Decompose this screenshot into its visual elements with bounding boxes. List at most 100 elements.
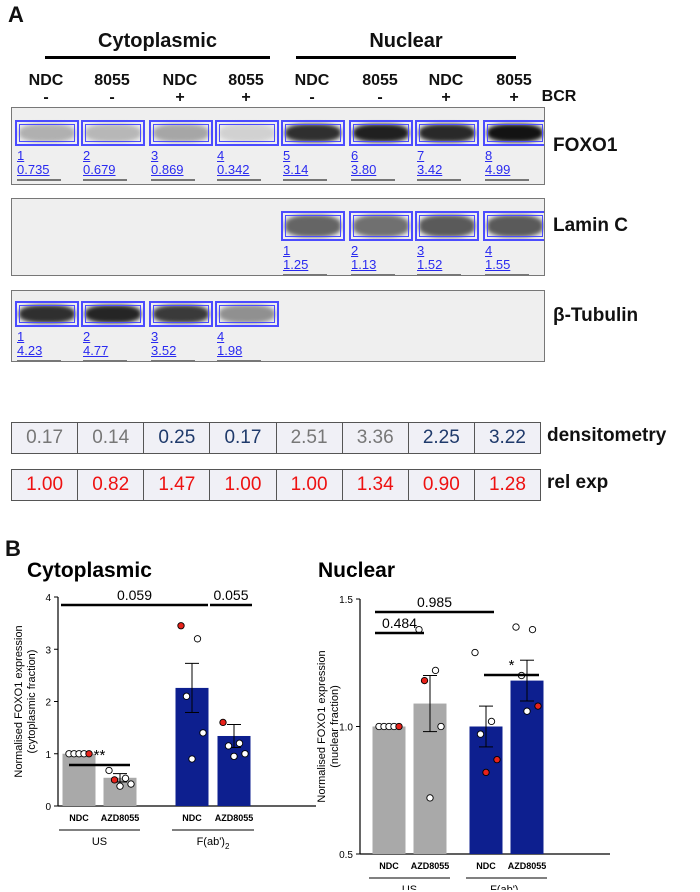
band (419, 124, 475, 142)
lane-treatment: 8055 (94, 72, 130, 89)
data-point (110, 776, 119, 784)
lane-label-2: 8055- (82, 72, 142, 106)
rel-exp-cell: 1.28 (488, 474, 526, 495)
data-point (395, 722, 403, 731)
band-value: 1.55 (485, 257, 511, 272)
y-axis-label-line2: (nuclear fraction) (329, 685, 341, 768)
band-number: 3 (417, 243, 425, 258)
significance-label: ** (94, 747, 106, 764)
group-label-subscript: 2 (225, 842, 230, 851)
data-point (431, 666, 440, 675)
band (285, 215, 341, 237)
data-point (177, 622, 185, 630)
lane-bcr-sign: - (43, 89, 49, 106)
band-underline (283, 274, 327, 275)
y-axis-label: Normalised FOXO1 expression(cytoplasmic … (13, 625, 38, 777)
band-number: 3 (151, 329, 159, 344)
group-label: F(ab')2 (197, 836, 230, 851)
x-tick-label: AZD8055 (508, 861, 547, 871)
x-tick-label: AZD8055 (215, 813, 254, 823)
band-underline (283, 179, 327, 181)
band-box (81, 120, 145, 146)
band-number: 8 (485, 148, 493, 163)
nuclear-group-title: Nuclear (369, 30, 443, 52)
band-box (15, 120, 79, 146)
y-tick-label: 4 (45, 593, 51, 604)
rel-exp-cell: 1.47 (144, 470, 211, 500)
band-underline (83, 179, 127, 181)
band-underline (17, 360, 61, 361)
y-axis-label-line1: Normalised FOXO1 expression (13, 625, 25, 777)
band-value: 1.98 (217, 343, 243, 358)
band-number: 4 (485, 243, 493, 258)
band-number: 6 (351, 148, 359, 163)
lane-treatment: 8055 (496, 72, 532, 89)
band-underline (217, 360, 261, 361)
band-number: 1 (283, 243, 291, 258)
y-tick-label: 3 (45, 645, 51, 656)
band-underline (485, 179, 529, 181)
lane-label-3: NDC+ (150, 72, 210, 106)
x-tick-label: AZD8055 (101, 813, 140, 823)
lane-treatment: NDC (294, 72, 330, 89)
lane-label-4: 8055+ (216, 72, 276, 106)
band (353, 215, 409, 237)
lane-bcr-sign: + (509, 89, 519, 106)
y-axis-label: Normalised FOXO1 expression(nuclear frac… (316, 650, 341, 802)
data-point (420, 676, 429, 685)
lane-bcr-sign: - (309, 89, 315, 106)
lane-bcr-sign: - (377, 89, 383, 106)
data-point (121, 774, 130, 782)
lane-bcr-sign: + (441, 89, 451, 106)
y-tick-label: 1.0 (339, 723, 353, 734)
bar (62, 753, 96, 806)
significance-label: 0.055 (213, 587, 248, 603)
data-point (534, 702, 542, 710)
densitometry-cell: 3.22 (488, 427, 526, 448)
x-tick-label: AZD8055 (411, 861, 450, 871)
band (487, 215, 543, 237)
lane-bcr-sign: + (241, 89, 251, 106)
band-underline (17, 179, 61, 181)
lane-treatment: 8055 (228, 72, 264, 89)
densitometry-cell: 3.36 (343, 423, 409, 453)
y-axis-label-line1: Normalised FOXO1 expression (316, 650, 328, 802)
data-point (482, 768, 490, 777)
band-value: 0.342 (217, 162, 250, 177)
blot-label: β-Tubulin (553, 305, 639, 326)
cytoplasmic-group-title: Cytoplasmic (98, 30, 217, 52)
bar (372, 726, 406, 854)
data-point (476, 730, 485, 738)
band (85, 305, 141, 323)
band-value: 1.13 (351, 257, 377, 272)
band-number: 2 (83, 329, 91, 344)
band (19, 124, 75, 142)
group-label-text: US (92, 836, 107, 848)
lane-treatment: NDC (28, 72, 64, 89)
densitometry-cell: 0.17 (12, 423, 79, 453)
data-point (188, 755, 196, 763)
data-point (437, 722, 445, 731)
group-label-text: US (402, 884, 417, 890)
data-point (471, 648, 479, 657)
band-box (483, 120, 544, 146)
band (285, 124, 341, 142)
band (353, 124, 409, 142)
significance-label: 0.985 (417, 594, 452, 610)
band-box (281, 211, 345, 241)
bar (469, 726, 503, 854)
rel-exp-cell: 0.82 (78, 470, 145, 500)
panel-b-letter: B (5, 536, 21, 561)
nuclear-group-line (296, 56, 516, 59)
significance-label: * (509, 657, 515, 674)
band-box (349, 120, 413, 146)
band-number: 4 (217, 148, 225, 163)
band (419, 215, 475, 237)
y-tick-label: 0.5 (339, 850, 353, 861)
data-point (241, 750, 249, 758)
lane-label-1: NDC- (16, 72, 76, 106)
band-number: 1 (17, 148, 25, 163)
